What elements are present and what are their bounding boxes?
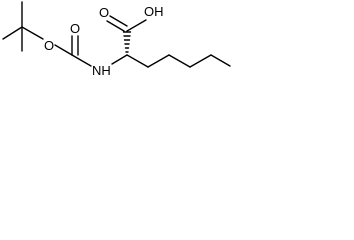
bond-tbu-methyl-left [2,26,23,40]
bond-chain-4 [189,54,212,68]
atom-label-carboxyl-o: O [99,5,109,20]
bond-nh-to-alpha [111,54,128,65]
bond-tbu-to-oxygen [21,26,44,40]
bond-chain-3 [168,54,191,68]
bond-carboxyl-c-o-double-b [109,15,128,27]
stereo-hash-bond [122,31,132,53]
bond-chain-2 [147,54,170,68]
atom-label-carbamate-ester-o: O [44,38,54,53]
bond-chain-5 [210,54,231,67]
atom-label-carbamate-carbonyl-o: O [70,21,80,36]
bond-carboxyl-c-o-double-a [106,20,125,32]
atom-label-carboxyl-oh: OH [144,4,164,19]
atom-label-amine-nh: NH [92,63,111,78]
bond-carbonyl-to-nh [71,54,92,67]
bond-carboxyl-to-oh [126,19,147,32]
bond-chain-1 [126,54,149,68]
bond-ester-o-to-carbonyl [54,44,73,56]
molecule-diagram: O OH O O NH [2,1,231,78]
